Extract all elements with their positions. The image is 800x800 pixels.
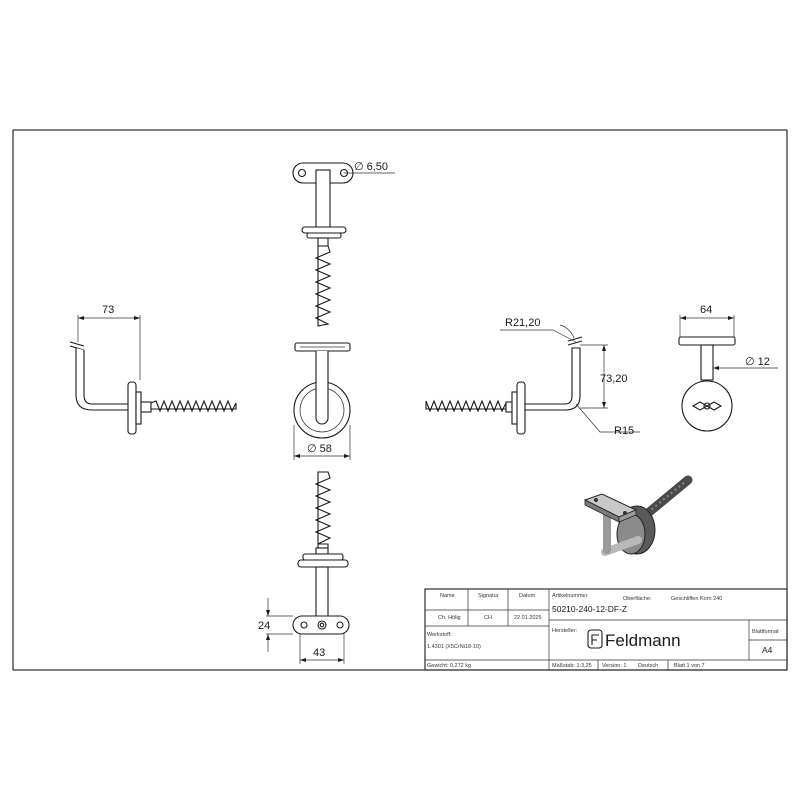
bent-arm-left [75,348,137,411]
dim-hole-diameter: ∅ 6,50 [354,161,388,173]
dim-plate-width-front: 64 [700,304,712,316]
saddle-plate-front [678,336,736,346]
isometric-view [583,475,693,556]
tb-massstab: Maßstab: 1:3,25 [552,663,592,669]
dim-radius-upper: R21,20 [505,317,540,329]
left-side-view [69,341,237,435]
feldmann-logo-icon [587,629,603,649]
drawing-frame [12,129,788,671]
tb-header-artikelnummer: Artikelnummer [552,593,588,599]
rosette-top [301,226,347,234]
rosette-left [127,381,137,435]
tb-header-oberflaeche: Oberfläche: [623,596,652,602]
dim-plate-width: 43 [313,647,325,659]
center-view [293,342,351,439]
tb-sprache: Deutsch [638,663,658,669]
threaded-bolt-top [314,245,332,327]
tb-blattformat-value: A4 [762,645,773,655]
threaded-bolt-bottom [314,471,332,549]
rod-bottom [315,566,329,620]
tb-logo-text: Feldmann [605,631,681,650]
tb-blatt: Blatt 1 von 7 [674,663,705,669]
dim-arm-width-left: 73 [102,304,114,316]
tb-gewicht: Gewicht: 0,272 kg [427,663,471,669]
rod-front [700,344,714,381]
tb-werkstoff-label: Werkstoff: [427,632,452,638]
dim-rosette-diameter: ∅ 58 [307,443,332,455]
tb-name-value: Ch. Hölig [438,615,461,621]
threaded-bolt-left [150,399,237,413]
rosette-bottom-a [302,553,344,561]
rosette-bottom-b [297,559,349,568]
tb-header-signatur: Signatur [478,593,499,599]
tb-signatur-value: CH [484,615,492,621]
rod-center [315,351,329,425]
top-view-bracket [292,162,354,327]
tb-artikelnummer-value: 50210-240-12-DF-Z [552,604,627,614]
right-side-view [425,336,583,435]
dim-rod-diameter: ∅ 12 [745,356,770,368]
dim-radius-lower: R15 [614,425,634,437]
tb-header-hersteller: Hersteller: [552,628,578,634]
tb-oberflaeche-value: Geschliffen Korn 240 [671,596,722,602]
tb-werkstoff-value: 1.4301 (X5CrNi18-10) [427,644,481,650]
bottom-view-bracket [292,471,350,635]
dim-plate-height: 24 [258,620,270,632]
dim-arm-height-right: 73,20 [600,373,628,385]
tb-header-blattformat: Blattformat [752,629,779,635]
bent-arm-right [524,347,581,411]
tb-datum-value: 22.01.2025 [514,615,542,621]
title-block [424,588,788,671]
support-rod-top [315,169,331,231]
threaded-bolt-right [425,399,507,413]
rosette-right [516,381,526,435]
front-view [678,336,736,432]
tb-version: Version: 1 [602,663,626,669]
tb-header-datum: Datum [519,593,536,599]
tb-header-name: Name [440,593,455,599]
saddle-plate-bottom [292,615,350,635]
